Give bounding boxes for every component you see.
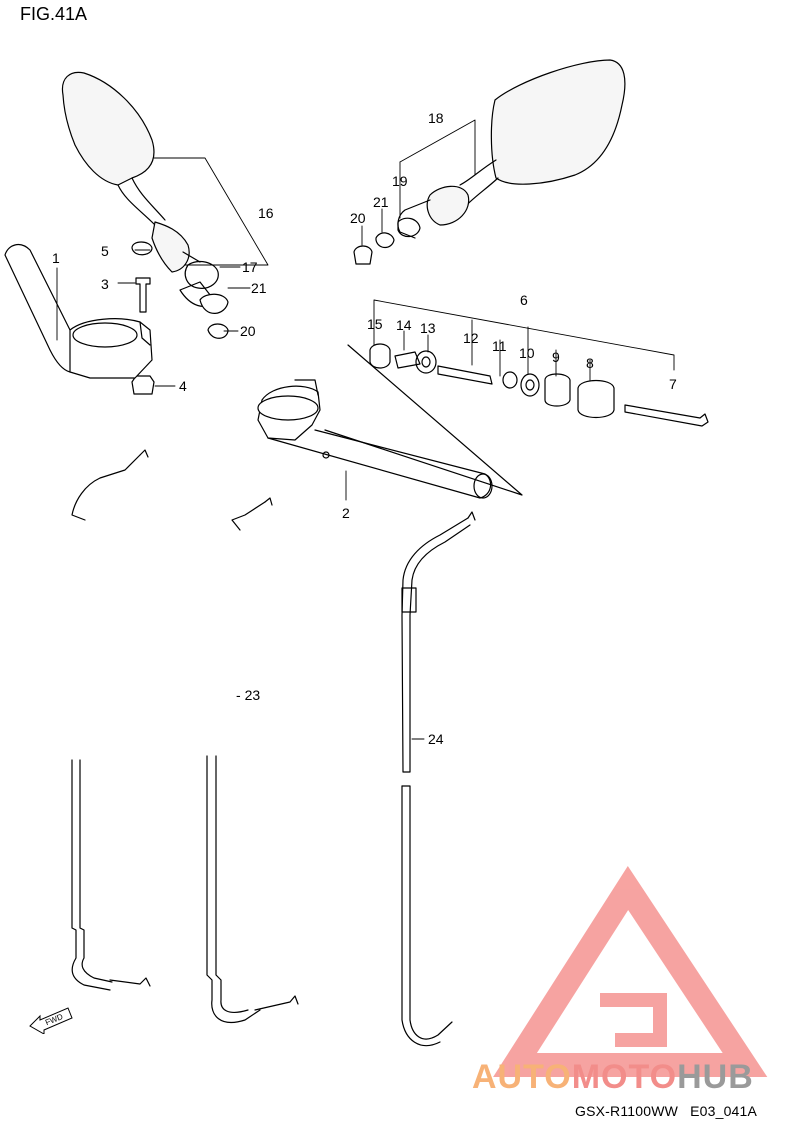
- callout-6: 6: [520, 292, 528, 308]
- callout-10: 10: [519, 345, 535, 361]
- callout-16: 16: [258, 205, 274, 221]
- callout-8: 8: [586, 355, 594, 371]
- clutch-cable-24: [401, 511, 476, 1047]
- part-19-bolt: [397, 217, 421, 238]
- explode-guide-lines: [324, 344, 523, 496]
- left-mirror: [61, 71, 201, 273]
- part-17-bracket: [184, 260, 219, 289]
- forward-arrow-icon: FWD: [29, 1007, 73, 1034]
- callout-3: 3: [101, 276, 109, 292]
- right-handlebar: [257, 379, 493, 499]
- callout-12: 12: [463, 330, 479, 346]
- callout-19: 19: [392, 173, 408, 189]
- model-code: GSX-R1100WW: [575, 1103, 679, 1119]
- callout-20-left: 20: [240, 323, 256, 339]
- part-3-bolt: [135, 277, 151, 313]
- part-20-nut-right: [353, 245, 373, 265]
- figure-code: E03_041A: [690, 1103, 758, 1119]
- callout-23: - 23: [236, 687, 260, 703]
- figure-footer: GSX-R1100WW E03_041A: [575, 1103, 769, 1119]
- callout-15: 15: [367, 316, 383, 332]
- callout-14: 14: [396, 317, 412, 333]
- callout-leaders: [56, 119, 675, 740]
- short-cable-ends: [71, 449, 273, 531]
- part-10-damper: [520, 373, 540, 397]
- watermark-triangle-logo: [493, 865, 768, 1077]
- callout-21-left: 21: [251, 280, 267, 296]
- callout-20-right: 20: [350, 210, 366, 226]
- part-13-washer: [415, 350, 437, 374]
- right-mirror: [397, 59, 626, 239]
- callout-21-right: 21: [373, 194, 389, 210]
- part-9-weight: [544, 373, 571, 407]
- callout-24: 24: [428, 731, 444, 747]
- callout-9: 9: [552, 349, 560, 365]
- part-5-cap: [131, 241, 153, 256]
- callout-5: 5: [101, 243, 109, 259]
- part-14-collar: [394, 351, 421, 369]
- part-15-nut: [369, 343, 391, 369]
- part-20-nut-left: [207, 323, 229, 339]
- callout-1: 1: [52, 250, 60, 266]
- callout-2: 2: [342, 505, 350, 521]
- callout-18: 18: [428, 110, 444, 126]
- figure-title: FIG.41A: [20, 4, 88, 24]
- part-7-screw: [624, 404, 709, 427]
- part-21-washer-right: [375, 232, 395, 249]
- callout-7: 7: [669, 376, 677, 392]
- callout-4: 4: [179, 378, 187, 394]
- watermark-text: AUTOMOTOHUB: [472, 1058, 754, 1096]
- callout-17: 17: [242, 259, 258, 275]
- part-8-end-weight: [577, 379, 615, 419]
- callout-11: 11: [492, 338, 507, 354]
- callout-13: 13: [420, 320, 436, 336]
- part-4-nut: [131, 375, 155, 395]
- part-12-spacer: [437, 365, 493, 385]
- throttle-cable-23: [71, 755, 299, 1023]
- part-11-washer: [502, 371, 518, 389]
- callout-labels: 1 2 3 4 5 6 7 8 9 10 11 12 13 14 15 16 1…: [52, 110, 677, 747]
- left-grip-assembly: [4, 243, 153, 379]
